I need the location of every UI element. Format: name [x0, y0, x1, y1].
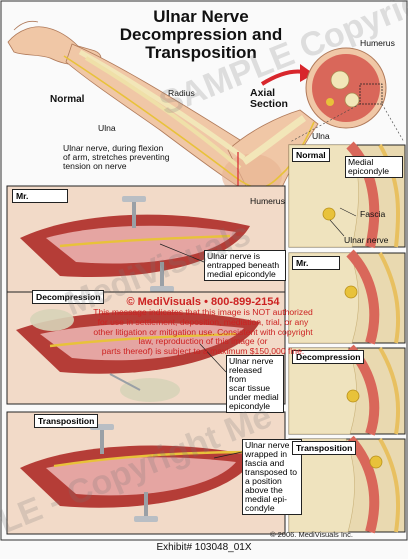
section-label-mr-text: Mr.	[296, 258, 309, 268]
label-ulna: Ulna	[98, 123, 116, 133]
label-normal: Normal	[50, 94, 85, 105]
page-title: Ulnar Nerve Decompression and Transposit…	[119, 7, 283, 62]
axial-section-figure	[289, 47, 405, 143]
section-label-fascia: Fascia	[360, 209, 386, 219]
label-humerus-top: Humerus	[360, 38, 395, 48]
exhibit-number: Exhibit# 103048_01X	[156, 542, 252, 553]
footer-copyright: © 2006. MediVisuals Inc.	[270, 530, 353, 539]
section-label-medial-epicondyle: Medial epicondyle	[345, 156, 403, 179]
section-label-ulnar-nerve: Ulnar nerve	[344, 235, 389, 245]
label-axial-section: Axial Section	[250, 87, 288, 111]
panel-label-mr: Mr.	[12, 189, 68, 203]
callout-released: Ulnar nerve released from scar tissue un…	[226, 355, 284, 414]
callout-entrapped: Ulnar nerve is entrapped beneath medial …	[204, 250, 286, 282]
section-label-normal: Normal	[292, 148, 330, 162]
label-humerus-arm: Humerus	[250, 196, 285, 206]
notice-body: This message indicates that this image i…	[93, 307, 313, 356]
copyright-notice: © MediVisuals • 800-899-2154 This messag…	[62, 296, 344, 356]
label-ulna-section: Ulna	[312, 131, 330, 141]
panel-label-decompression: Decompression	[32, 290, 105, 304]
callout-wrapped: Ulnar nerve is wrapped in fascia and tra…	[242, 439, 302, 516]
section-label-decompression: Decompression	[292, 350, 365, 364]
panel-label-mr-text: Mr.	[16, 191, 29, 201]
label-radius: Radius	[168, 88, 195, 98]
notice-header: © MediVisuals • 800-899-2154	[126, 296, 280, 308]
panel-label-transposition: Transposition	[34, 414, 99, 428]
section-label-mr: Mr.	[292, 256, 340, 270]
section-label-transposition: Transposition	[292, 441, 357, 455]
nerve-flexion-note: Ulnar nerve, during flexion of arm, stre…	[63, 143, 170, 172]
